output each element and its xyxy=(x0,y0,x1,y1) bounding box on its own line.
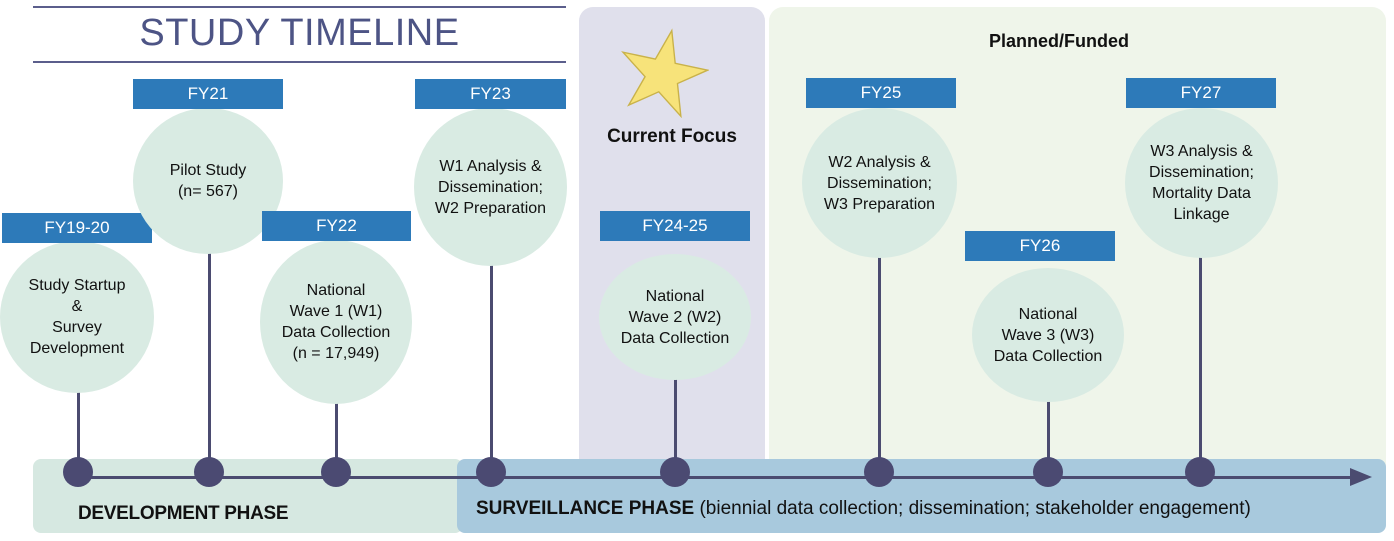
milestone-line: W2 Analysis & xyxy=(828,153,931,171)
milestone-line: Linkage xyxy=(1173,206,1230,223)
timeline-node xyxy=(1185,457,1215,487)
timeline-node xyxy=(194,457,224,487)
milestone-line: W2 Preparation xyxy=(434,199,547,217)
timeline-node xyxy=(321,457,351,487)
timeline-node xyxy=(660,457,690,487)
timeline-node xyxy=(1033,457,1063,487)
fiscal-year-label: FY25 xyxy=(806,78,956,108)
milestone-line: & xyxy=(71,298,83,315)
star-icon xyxy=(621,28,709,118)
milestone-line: Survey xyxy=(52,319,102,336)
current-focus-label: Current Focus xyxy=(607,126,737,147)
timeline-arrow-icon xyxy=(1350,468,1372,486)
fiscal-year-label: FY24-25 xyxy=(600,211,750,241)
milestone-line: Data Collection xyxy=(993,347,1103,365)
milestone-line: National xyxy=(645,287,705,305)
milestone-line: Data Collection xyxy=(620,329,730,347)
title-rule-top xyxy=(33,6,566,8)
fiscal-year-label: FY23 xyxy=(415,79,566,109)
milestone-line: Dissemination; xyxy=(438,178,543,196)
milestone-line: Mortality Data xyxy=(1152,185,1251,202)
milestone-text: Pilot Study (n= 567) xyxy=(170,160,246,202)
milestone-line: Wave 3 (W3) xyxy=(1001,326,1095,344)
milestone-stem xyxy=(1046,398,1050,472)
milestone-text: W3 Analysis & Dissemination; Mortality Dat… xyxy=(1149,141,1254,225)
milestone-line: National xyxy=(1018,305,1078,323)
fiscal-year-label: FY21 xyxy=(133,79,283,109)
milestone-bubble: W2 Analysis & Dissemination; W3 Preparatio… xyxy=(802,108,957,258)
development-phase-label: DEVELOPMENT PHASE xyxy=(78,503,289,524)
page-title: STUDY TIMELINE xyxy=(139,12,460,54)
fiscal-year-label: FY27 xyxy=(1126,78,1276,108)
fiscal-year-label: FY19-20 xyxy=(2,213,152,243)
milestone-bubble: W3 Analysis & Dissemination; Mortality Dat… xyxy=(1125,108,1278,258)
milestone-stem xyxy=(877,254,881,472)
title-rule-bottom xyxy=(33,61,566,63)
milestone-stem xyxy=(76,389,80,472)
milestone-bubble: W1 Analysis & Dissemination; W2 Preparatio… xyxy=(414,108,567,266)
timeline-node xyxy=(864,457,894,487)
milestone-bubble: Pilot Study (n= 567) xyxy=(133,108,283,254)
milestone-line: W3 Analysis & xyxy=(1150,143,1253,160)
timeline-node xyxy=(476,457,506,487)
milestone-text: W1 Analysis & Dissemination; W2 Preparatio… xyxy=(435,156,546,219)
timeline-axis xyxy=(78,476,1353,479)
timeline-node xyxy=(63,457,93,487)
milestone-line: Dissemination; xyxy=(1149,164,1254,181)
development-phase-band xyxy=(33,459,463,533)
milestone-text: W2 Analysis & Dissemination; W3 Preparatio… xyxy=(824,152,935,215)
milestone-line: Development xyxy=(29,340,125,357)
milestone-line: (n= 567) xyxy=(177,183,239,200)
milestone-line: Study Startup xyxy=(28,277,126,294)
milestone-line: Pilot Study xyxy=(169,162,247,179)
milestone-line: W1 Analysis & xyxy=(439,157,542,175)
surveillance-phase-label: SURVEILLANCE PHASE (biennial data collec… xyxy=(476,498,1251,520)
milestone-stem xyxy=(489,262,493,472)
surveillance-phase-note: (biennial data collection; dissemination… xyxy=(699,498,1251,519)
milestone-line: Wave 2 (W2) xyxy=(628,308,722,326)
milestone-stem xyxy=(673,376,677,472)
milestone-line: W3 Preparation xyxy=(823,195,936,213)
planned-funded-label: Planned/Funded xyxy=(988,31,1129,51)
milestone-line: Wave 1 (W1) xyxy=(289,303,383,320)
fiscal-year-label: FY26 xyxy=(965,231,1115,261)
milestone-line: National xyxy=(306,282,366,299)
milestone-line: (n = 17,949) xyxy=(292,345,380,362)
milestone-stem xyxy=(1198,254,1202,472)
milestone-stem xyxy=(207,250,211,472)
fiscal-year-label: FY22 xyxy=(262,211,411,241)
surveillance-phase-title: SURVEILLANCE PHASE xyxy=(476,498,695,519)
surveillance-phase-band xyxy=(457,459,1386,533)
milestone-line: Data Collection xyxy=(281,324,391,341)
milestone-stem xyxy=(334,400,338,472)
milestone-line: Dissemination; xyxy=(827,174,932,192)
